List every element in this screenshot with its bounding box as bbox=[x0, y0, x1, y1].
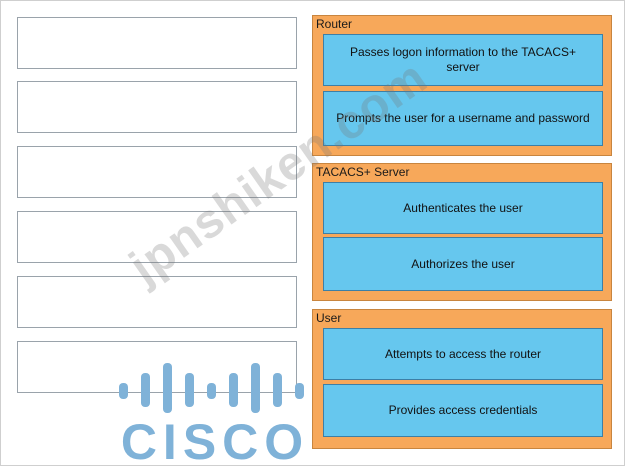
group-router: Router Passes logon information to the T… bbox=[312, 15, 612, 156]
group-title-tacacs-server: TACACS+ Server bbox=[316, 165, 410, 179]
group-title-user: User bbox=[316, 311, 342, 325]
drop-slot-6[interactable] bbox=[17, 341, 297, 393]
drag-item-attempts-access[interactable]: Attempts to access the router bbox=[323, 328, 603, 380]
drag-item-provides-credentials[interactable]: Provides access credentials bbox=[323, 384, 603, 437]
group-user: User Attempts to access the router Provi… bbox=[312, 309, 612, 449]
drop-slot-4[interactable] bbox=[17, 211, 297, 263]
drag-item-authenticates-user[interactable]: Authenticates the user bbox=[323, 182, 603, 234]
drag-item-authorizes-user[interactable]: Authorizes the user bbox=[323, 237, 603, 291]
drag-item-prompts-user[interactable]: Prompts the user for a username and pass… bbox=[323, 91, 603, 146]
drag-item-passes-logon-info[interactable]: Passes logon information to the TACACS+ … bbox=[323, 34, 603, 86]
group-title-router: Router bbox=[316, 17, 353, 31]
drop-slot-2[interactable] bbox=[17, 81, 297, 133]
drop-slot-1[interactable] bbox=[17, 17, 297, 69]
drop-slot-5[interactable] bbox=[17, 276, 297, 328]
drop-slot-3[interactable] bbox=[17, 146, 297, 198]
group-tacacs-server: TACACS+ Server Authenticates the user Au… bbox=[312, 163, 612, 301]
